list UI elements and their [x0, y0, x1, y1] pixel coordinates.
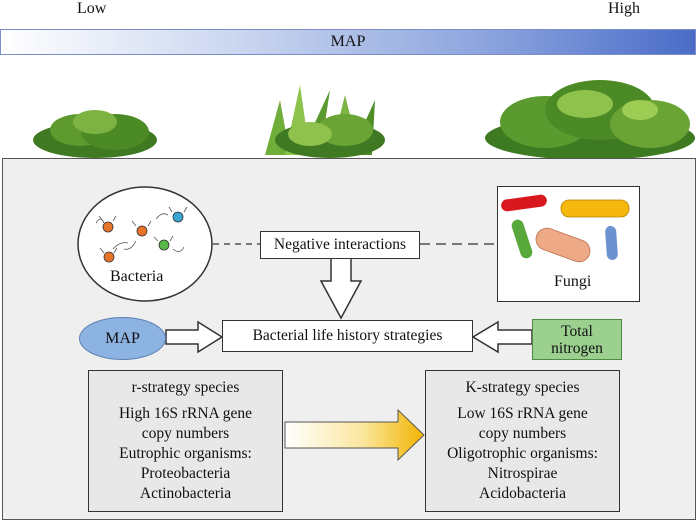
life-history-strategies-box: Bacterial life history strategies — [222, 320, 473, 352]
k-strategy-line-3: Oligotrophic organisms: — [447, 445, 598, 462]
map-gradient-bar: MAP — [0, 29, 696, 55]
k-strategy-line-2: copy numbers — [478, 425, 567, 442]
grass-shrub-icon — [265, 85, 385, 158]
r-strategy-box: r-strategy species High 16S rRNA gene co… — [88, 370, 283, 512]
scale-high-label: High — [608, 0, 640, 17]
k-strategy-box: K-strategy species Low 16S rRNA gene cop… — [425, 370, 620, 512]
k-strategy-line-1: Low 16S rRNA gene — [457, 405, 588, 422]
r-strategy-line-5: Actinobacteria — [139, 485, 232, 502]
life-history-strategies-label: Bacterial life history strategies — [252, 327, 443, 344]
map-label: MAP — [105, 329, 140, 347]
right-arrow-icon — [165, 320, 224, 354]
bacteria-circle — [77, 186, 213, 302]
small-shrub-icon — [33, 110, 157, 158]
large-shrub-icon — [485, 80, 695, 160]
r-strategy-line-4: Proteobacteria — [140, 465, 231, 482]
k-strategy-line-5: Acidobacteria — [479, 485, 566, 502]
negative-interactions-box: Negative interactions — [260, 231, 420, 259]
fungi-label: Fungi — [554, 273, 592, 290]
vegetation-illustrations — [33, 80, 695, 160]
left-arrow-icon — [471, 320, 533, 354]
map-bar-label: MAP — [330, 33, 366, 50]
bacteria-icon — [95, 206, 188, 263]
r-strategy-line-3: Eutrophic organisms: — [119, 445, 252, 462]
r-strategy-line-1: High 16S rRNA gene — [118, 405, 253, 422]
bacteria-label: Bacteria — [110, 268, 164, 285]
k-strategy-line-4: Nitrospirae — [487, 465, 558, 482]
map-ellipse: MAP — [79, 317, 166, 360]
r-strategy-line-2: copy numbers — [141, 425, 230, 442]
nitrogen-line-1: Total — [561, 322, 593, 340]
r-strategy-title: r-strategy species — [131, 379, 240, 396]
nitrogen-line-2: nitrogen — [551, 339, 603, 357]
scale-low-label: Low — [77, 0, 107, 17]
negative-interactions-label: Negative interactions — [273, 236, 407, 253]
down-arrow-icon — [319, 257, 363, 320]
transition-arrow-icon — [284, 408, 425, 462]
k-strategy-title: K-strategy species — [465, 379, 580, 396]
total-nitrogen-box: Total nitrogen — [532, 319, 622, 360]
fungi-icon — [501, 194, 630, 263]
